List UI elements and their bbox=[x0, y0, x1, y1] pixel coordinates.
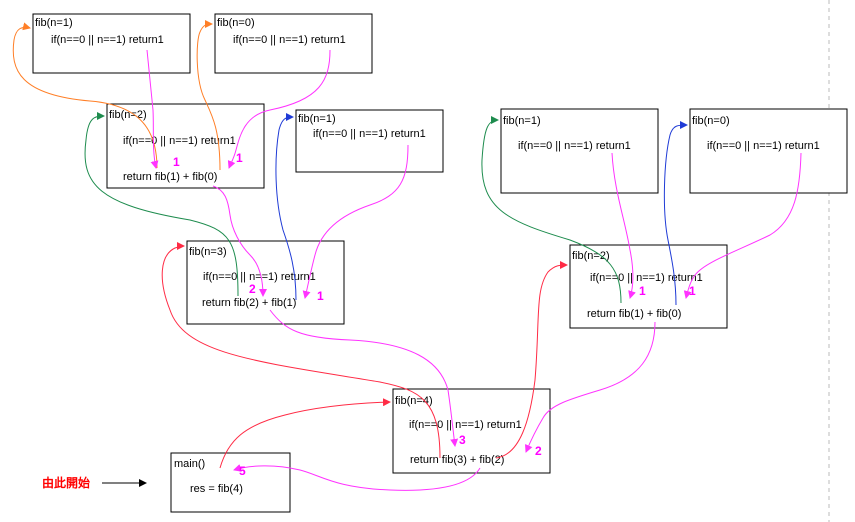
node-fib1-a: fib(n=1) if(n==0 || n==1) return1 bbox=[32, 13, 191, 74]
node-condition: if(n==0 || n==1) return1 bbox=[123, 135, 236, 147]
start-label: 由此開始 bbox=[42, 475, 90, 490]
return-value-label: 2 bbox=[249, 282, 256, 296]
node-title: fib(n=1) bbox=[298, 113, 336, 125]
node-condition: if(n==0 || n==1) return1 bbox=[313, 128, 426, 140]
node-title: fib(n=4) bbox=[395, 395, 433, 407]
return-value-label: 1 bbox=[173, 155, 180, 169]
return-value-label: 1 bbox=[689, 284, 696, 298]
node-fib2-b: fib(n=2) if(n==0 || n==1) return1 return… bbox=[569, 244, 728, 329]
call-arrow bbox=[495, 261, 568, 459]
node-fib0-a: fib(n=0) if(n==0 || n==1) return1 bbox=[214, 13, 373, 74]
return-arrow bbox=[611, 152, 636, 299]
return-arrow bbox=[212, 185, 267, 297]
node-fib0-b: fib(n=0) if(n==0 || n==1) return1 bbox=[689, 108, 848, 194]
call-arrow bbox=[275, 113, 297, 301]
node-title: fib(n=1) bbox=[503, 115, 541, 127]
node-fib1-c: fib(n=1) if(n==0 || n==1) return1 bbox=[500, 108, 659, 194]
node-title: fib(n=3) bbox=[189, 246, 227, 258]
return-value-label: 2 bbox=[535, 444, 542, 458]
call-arrow bbox=[219, 398, 391, 469]
node-fib3: fib(n=3) if(n==0 || n==1) return1 return… bbox=[186, 240, 345, 325]
node-condition: if(n==0 || n==1) return1 bbox=[233, 34, 346, 46]
node-condition: if(n==0 || n==1) return1 bbox=[590, 272, 703, 284]
return-value-label: 3 bbox=[459, 433, 466, 447]
node-title: fib(n=1) bbox=[35, 17, 73, 29]
return-arrow bbox=[302, 144, 409, 299]
node-return: return fib(2) + fib(1) bbox=[202, 297, 296, 309]
node-return: res = fib(4) bbox=[190, 483, 243, 495]
return-value-label: 1 bbox=[639, 284, 646, 298]
node-main: main() res = fib(4) bbox=[170, 452, 291, 513]
node-fib4: fib(n=4) if(n==0 || n==1) return1 return… bbox=[392, 388, 551, 474]
return-arrow bbox=[525, 321, 656, 453]
call-arrow bbox=[481, 116, 622, 304]
return-arrow bbox=[146, 49, 159, 169]
node-condition: if(n==0 || n==1) return1 bbox=[518, 140, 631, 152]
node-return: return fib(1) + fib(0) bbox=[123, 171, 217, 183]
node-condition: if(n==0 || n==1) return1 bbox=[203, 271, 316, 283]
return-arrow bbox=[683, 152, 802, 299]
node-return: return fib(1) + fib(0) bbox=[587, 308, 681, 320]
call-arrow bbox=[84, 112, 239, 297]
node-title: fib(n=0) bbox=[692, 115, 730, 127]
return-arrow bbox=[233, 464, 481, 491]
node-condition: if(n==0 || n==1) return1 bbox=[707, 140, 820, 152]
return-value-label: 5 bbox=[239, 464, 246, 478]
node-title: fib(n=2) bbox=[572, 250, 610, 262]
call-arrow bbox=[196, 20, 221, 171]
node-title: main() bbox=[174, 458, 205, 470]
node-fib1-b: fib(n=1) if(n==0 || n==1) return1 bbox=[295, 109, 444, 173]
return-value-label: 1 bbox=[236, 151, 243, 165]
call-arrow bbox=[663, 121, 688, 306]
call-arrow bbox=[161, 242, 441, 459]
node-return: return fib(3) + fib(2) bbox=[410, 454, 504, 466]
node-title: fib(n=2) bbox=[109, 109, 147, 121]
node-condition: if(n==0 || n==1) return1 bbox=[409, 419, 522, 431]
node-condition: if(n==0 || n==1) return1 bbox=[51, 34, 164, 46]
node-fib2-a: fib(n=2) if(n==0 || n==1) return1 return… bbox=[106, 103, 265, 189]
node-title: fib(n=0) bbox=[217, 17, 255, 29]
return-arrow bbox=[269, 309, 459, 447]
return-arrow bbox=[227, 49, 331, 169]
return-value-label: 1 bbox=[317, 289, 324, 303]
call-arrow bbox=[12, 22, 158, 169]
